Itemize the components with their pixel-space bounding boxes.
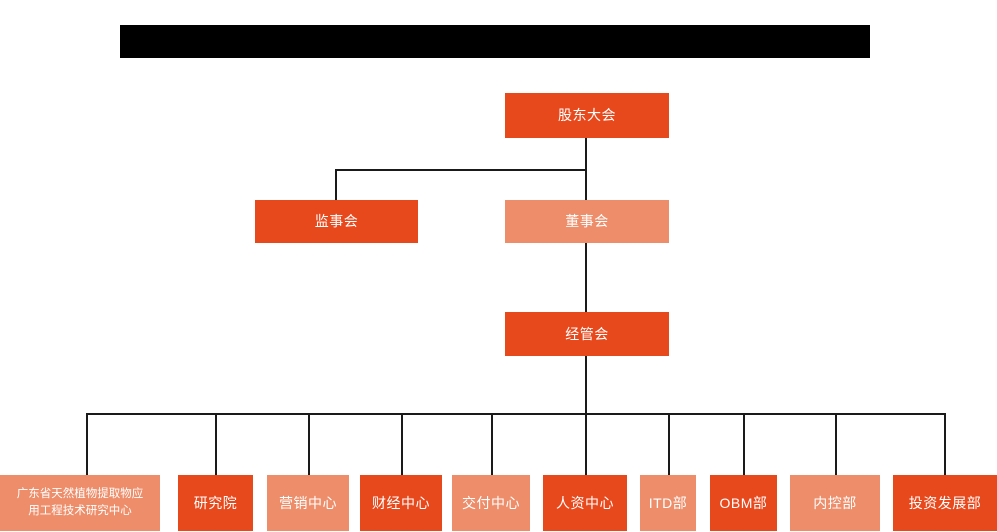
connector-drop-institute bbox=[215, 413, 217, 475]
node-delivery[interactable]: 交付中心 bbox=[452, 475, 530, 531]
node-management[interactable]: 经管会 bbox=[505, 312, 669, 356]
connector-drop-internal-control bbox=[835, 413, 837, 475]
node-directors[interactable]: 董事会 bbox=[505, 200, 669, 243]
node-supervisors[interactable]: 监事会 bbox=[255, 200, 418, 243]
node-obm[interactable]: OBM部 bbox=[710, 475, 777, 531]
node-supervisors-label: 监事会 bbox=[314, 213, 359, 230]
node-research-center-label: 广东省天然植物提取物应 用工程技术研究中心 bbox=[16, 487, 144, 517]
connector-management-down bbox=[585, 356, 587, 415]
node-directors-label: 董事会 bbox=[565, 213, 609, 230]
node-management-label: 经管会 bbox=[565, 325, 609, 342]
node-investment-label: 投资发展部 bbox=[908, 494, 982, 511]
node-finance[interactable]: 财经中心 bbox=[360, 475, 442, 531]
connector-supervisors-drop bbox=[335, 169, 337, 201]
redacted-title-bar bbox=[120, 25, 870, 58]
connector-drop-obm bbox=[743, 413, 745, 475]
node-research-center[interactable]: 广东省天然植物提取物应 用工程技术研究中心 bbox=[0, 475, 160, 531]
connector-drop-marketing bbox=[308, 413, 310, 475]
node-institute-label: 研究院 bbox=[193, 494, 238, 511]
node-internal-control[interactable]: 内控部 bbox=[790, 475, 880, 531]
node-marketing-label: 营销中心 bbox=[279, 494, 337, 511]
connector-department-bus bbox=[86, 413, 945, 415]
connector-drop-finance bbox=[401, 413, 403, 475]
node-hr-label: 人资中心 bbox=[556, 494, 614, 511]
connector-directors-to-management bbox=[585, 243, 587, 313]
node-delivery-label: 交付中心 bbox=[462, 494, 520, 511]
node-marketing[interactable]: 营销中心 bbox=[267, 475, 349, 531]
node-institute[interactable]: 研究院 bbox=[178, 475, 253, 531]
node-shareholders[interactable]: 股东大会 bbox=[505, 93, 669, 138]
node-itd-label: ITD部 bbox=[648, 494, 688, 511]
connector-drop-hr bbox=[585, 413, 587, 475]
connector-drop-delivery bbox=[491, 413, 493, 475]
connector-shareholders-to-supervisors bbox=[336, 169, 586, 171]
connector-drop-investment bbox=[944, 413, 946, 475]
node-hr[interactable]: 人资中心 bbox=[543, 475, 627, 531]
connector-drop-research-center bbox=[86, 413, 88, 475]
connector-shareholders-down bbox=[585, 138, 587, 243]
node-itd[interactable]: ITD部 bbox=[640, 475, 696, 531]
node-finance-label: 财经中心 bbox=[372, 494, 430, 511]
connector-drop-itd bbox=[668, 413, 670, 475]
node-shareholders-label: 股东大会 bbox=[558, 107, 616, 124]
node-obm-label: OBM部 bbox=[719, 494, 768, 511]
node-investment[interactable]: 投资发展部 bbox=[893, 475, 997, 531]
node-internal-control-label: 内控部 bbox=[813, 494, 857, 511]
